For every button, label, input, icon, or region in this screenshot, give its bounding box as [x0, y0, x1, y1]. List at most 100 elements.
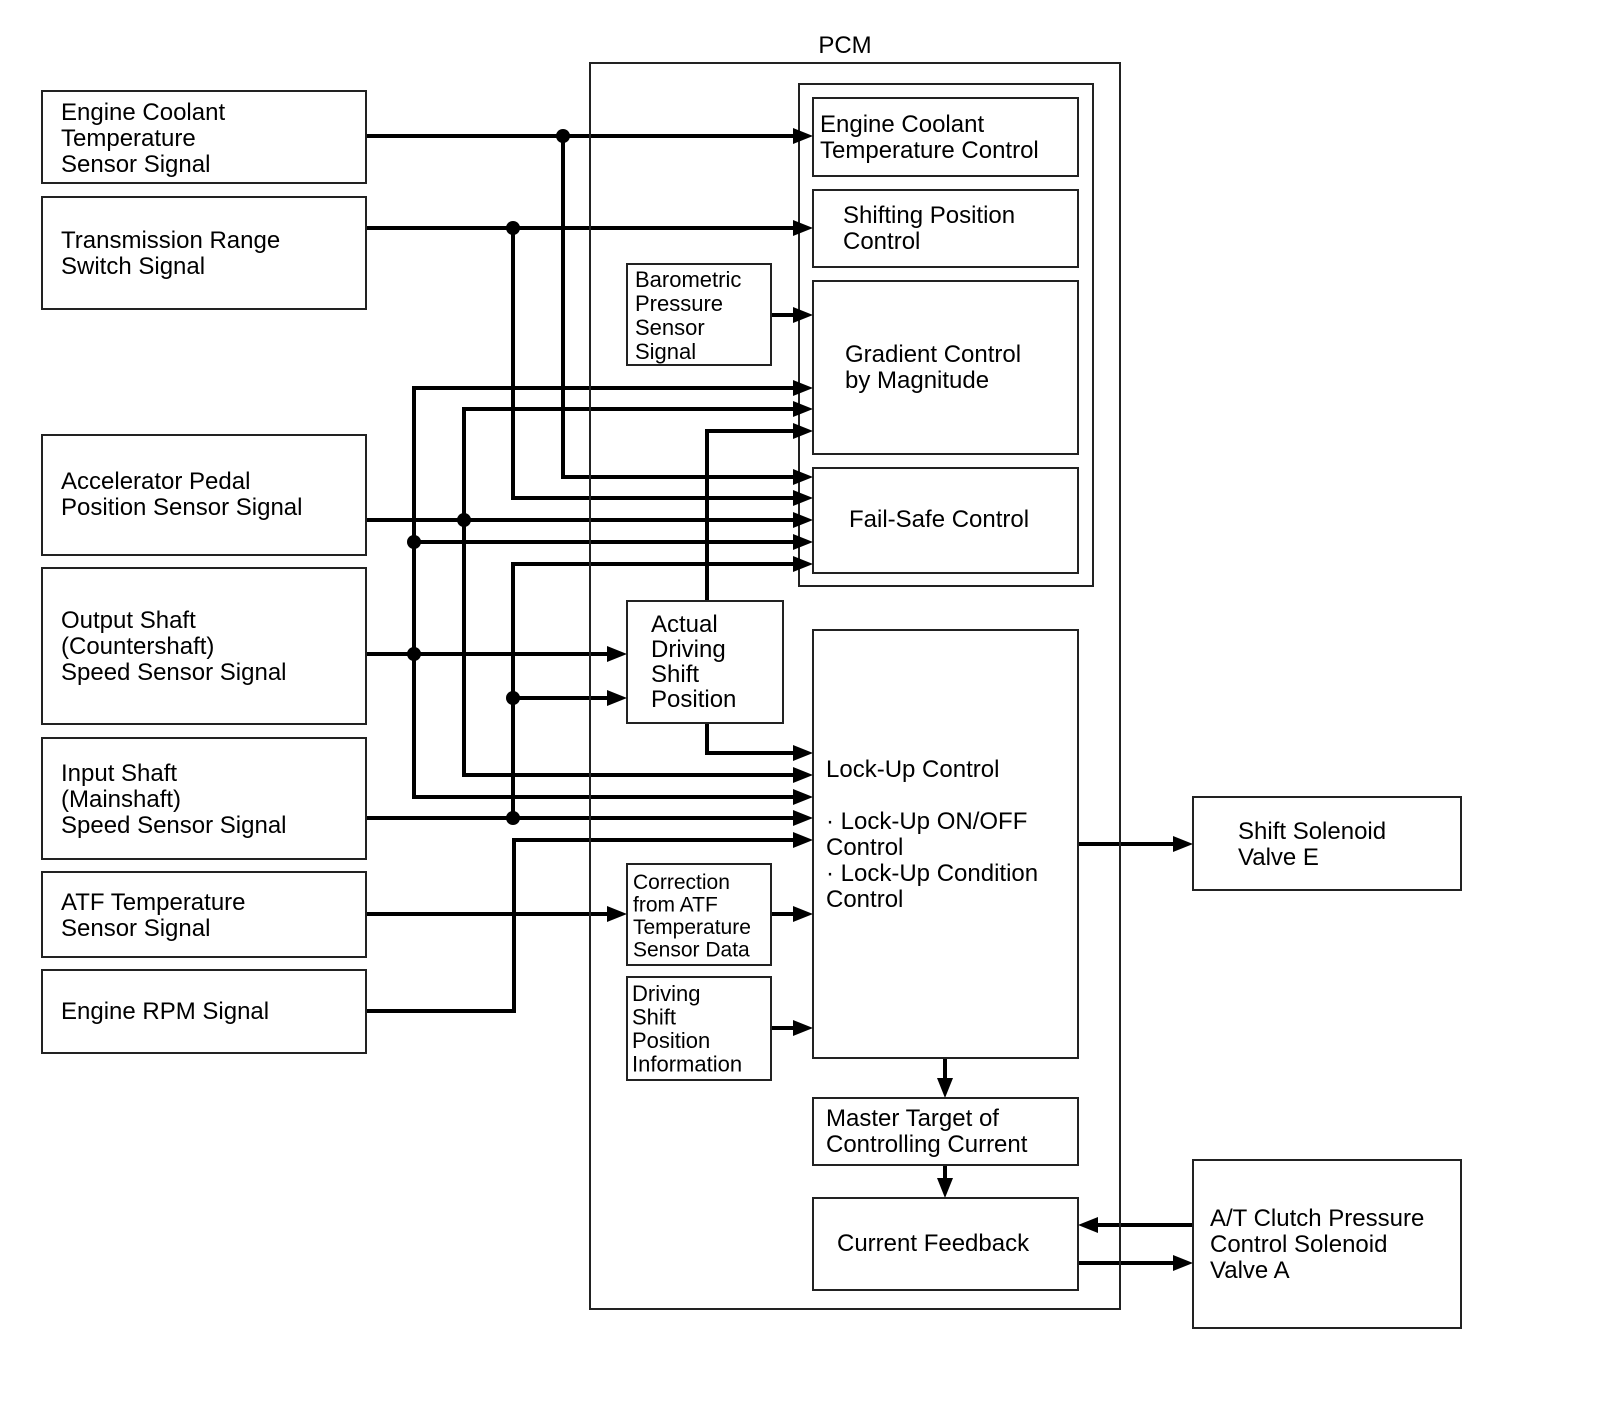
arrowhead-icon: [793, 534, 813, 550]
block-actual-driving-shift-position-label-line: Driving: [651, 636, 726, 663]
arrowhead-icon: [793, 789, 813, 805]
input-output-shaft-speed: Output Shaft(Countershaft)Speed Sensor S…: [41, 567, 367, 725]
arrowhead-icon: [793, 810, 813, 826]
input-output-shaft-speed-frame: [41, 567, 367, 725]
input-output-shaft-speed-label-line: (Countershaft): [61, 633, 214, 660]
arrowhead-icon: [937, 1178, 953, 1198]
block-fail-safe-control-label-line: Fail-Safe Control: [849, 506, 1029, 533]
input-engine-coolant-temp-label-line: Sensor Signal: [61, 151, 210, 178]
arrowhead-icon: [1173, 1255, 1193, 1271]
junction-dots: [407, 129, 570, 825]
block-atf-correction-label-line: from ATF: [633, 894, 718, 917]
arrowhead-icon: [607, 646, 627, 662]
input-input-shaft-speed-frame: [41, 737, 367, 860]
block-driving-shift-info-label-line: Shift: [632, 1005, 676, 1030]
arrowhead-icon: [793, 128, 813, 144]
input-engine-rpm-frame: [41, 969, 367, 1054]
block-master-target-current-label-line: Master Target of: [826, 1105, 999, 1132]
output-clutch-pressure-solenoid-a-label-line: A/T Clutch Pressure: [1210, 1205, 1424, 1232]
arrowhead-icon: [793, 380, 813, 396]
arrowhead-icon: [793, 832, 813, 848]
arrowhead-icon: [793, 220, 813, 236]
block-lock-up-control-label-line: Control: [826, 834, 903, 861]
block-driving-shift-info-label-line: Driving: [632, 981, 700, 1006]
junction-dot: [506, 221, 520, 235]
block-atf-correction-label-line: Temperature: [633, 916, 751, 939]
arrowhead-icon: [607, 690, 627, 706]
block-shifting-position-control-frame: [812, 189, 1079, 268]
block-gradient-control-frame: [812, 280, 1079, 455]
arrowhead-icon: [1173, 836, 1193, 852]
input-engine-rpm: Engine RPM Signal: [41, 969, 367, 1054]
output-clutch-pressure-solenoid-a-label-line: Valve A: [1210, 1257, 1290, 1284]
block-gradient-control-label-line: Gradient Control: [845, 341, 1021, 368]
block-lock-up-control-label-line: Control: [826, 886, 903, 913]
wire-output-shaft-to-lockup: [412, 654, 800, 799]
input-output-shaft-speed-label-line: Speed Sensor Signal: [61, 659, 287, 686]
block-barometric-pressure-label-line: Pressure: [635, 291, 723, 316]
output-shift-solenoid-e-label-line: Valve E: [1238, 844, 1319, 871]
junction-dot: [506, 811, 520, 825]
junction-dot: [457, 513, 471, 527]
arrowhead-icon: [793, 1020, 813, 1036]
input-transmission-range-frame: [41, 196, 367, 310]
wire-accel-to-gradient: [462, 407, 800, 520]
block-barometric-pressure-frame: [626, 263, 772, 366]
control-group-frame: [798, 83, 1094, 587]
wire-rpm-to-lockup: [366, 838, 800, 1013]
arrowhead-icon: [793, 906, 813, 922]
wire-range-to-failsafe: [511, 228, 800, 500]
block-atf-correction-label-line: Sensor Data: [633, 939, 750, 962]
block-fail-safe-control-frame: [812, 467, 1079, 574]
block-shifting-position-control-label-line: Control: [843, 228, 920, 255]
arrowhead-icon: [793, 307, 813, 323]
arrowhead-icon: [793, 401, 813, 417]
wire-accel-to-lockup: [462, 520, 800, 777]
block-master-target-current-frame: [812, 1097, 1079, 1166]
arrowhead-icon: [793, 490, 813, 506]
block-barometric-pressure-label-line: Barometric: [635, 267, 741, 292]
block-current-feedback: Current Feedback: [812, 1197, 1079, 1291]
block-lock-up-control: Lock-Up Control· Lock-Up ON/OFFControl· …: [812, 629, 1079, 1059]
block-shifting-position-control-label-line: Shifting Position: [843, 202, 1015, 229]
block-lock-up-control-frame: [812, 629, 1079, 1059]
input-engine-coolant-temp-frame: [41, 90, 367, 184]
arrowhead-icon: [793, 469, 813, 485]
arrowheads: [607, 128, 1193, 1271]
input-engine-coolant-temp-label-line: Engine Coolant: [61, 99, 225, 126]
block-lock-up-control-label-line: · Lock-Up ON/OFF: [826, 808, 1027, 835]
block-lock-up-control-label-line: Lock-Up Control: [826, 756, 999, 783]
output-shift-solenoid-e-label-line: Shift Solenoid: [1238, 818, 1386, 845]
block-actual-driving-shift-position-label-line: Actual: [651, 611, 718, 638]
input-accelerator-pedal-label-line: Accelerator Pedal: [61, 468, 250, 495]
block-actual-driving-shift-position-frame: [626, 600, 784, 724]
block-lock-up-control-label-line: · Lock-Up Condition: [826, 860, 1038, 887]
block-gradient-control-label-line: by Magnitude: [845, 367, 989, 394]
block-current-feedback-label-line: Current Feedback: [837, 1230, 1030, 1257]
arrowhead-icon: [793, 423, 813, 439]
arrowhead-icon: [793, 512, 813, 528]
block-current-feedback-frame: [812, 1197, 1079, 1291]
wire-output-shaft-to-gradient: [412, 386, 800, 654]
input-input-shaft-speed-label-line: (Mainshaft): [61, 786, 181, 813]
block-actual-driving-shift-position-label-line: Position: [651, 686, 736, 713]
arrowhead-icon: [937, 1078, 953, 1098]
junction-dot: [506, 691, 520, 705]
input-engine-coolant-temp-label-line: Temperature: [61, 125, 196, 152]
arrowhead-icon: [793, 767, 813, 783]
input-transmission-range-label-line: Switch Signal: [61, 253, 205, 280]
output-clutch-pressure-solenoid-a-frame: [1192, 1159, 1462, 1329]
arrowhead-icon: [793, 556, 813, 572]
pcm-boundary: [589, 62, 1121, 1310]
